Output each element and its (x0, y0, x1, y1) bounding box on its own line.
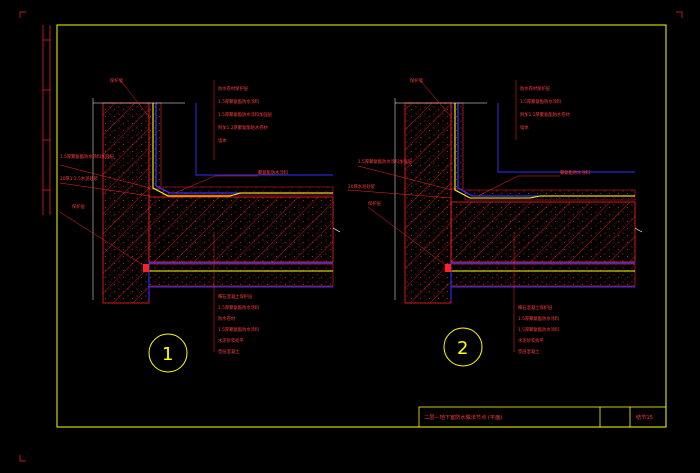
break-line (634, 227, 643, 233)
detail1-left-label: 保护层 (72, 203, 86, 210)
detail1-upper-label: 1.5厚聚氨酯防水涂料加强层 (218, 111, 273, 118)
detail2-lower-label: 1.5厚聚氨酯防水涂料 (518, 315, 560, 322)
detail2-lower-label: 细石混凝土保护层 (518, 304, 553, 311)
detail2-left-label: 保护层 (368, 200, 382, 207)
detail2-left-label: 1.5厚聚氨酯防水涂料加强层 (358, 158, 413, 165)
detail1-lower-label: 防水卷材 (218, 315, 236, 322)
detail2-upper-label: 附加1.2厚聚氨酯防水卷材 (520, 111, 571, 118)
detail1-callout-label: 聚氨酯防水涂料 (258, 169, 289, 176)
axis-lines (92, 98, 185, 300)
detail2-lower-label: 水泥砂浆找平 (518, 337, 544, 344)
callout-leader (477, 175, 560, 197)
detail1-protect-wall-label: 保护墙 (110, 77, 124, 84)
detail-2-marker (443, 327, 483, 367)
waterstop (143, 264, 149, 272)
detail1-upper-label: 附加1.2厚聚氨酯防水卷材 (218, 124, 269, 131)
detail2-upper-label: 1.5厚聚氨酯防水涂料 (520, 98, 562, 105)
detail-2: 保护墙 防水卷材保护层 1.5厚聚氨酯防水涂料 附加1.2厚聚氨酯防水卷材 墙体… (347, 77, 643, 367)
protection-wall (148, 102, 162, 190)
membrane-blue-outer (195, 103, 333, 176)
detail2-lower-label: 1.5厚聚氨酯防水涂料 (518, 326, 560, 333)
corner-marks (19, 11, 683, 462)
detail2-callout-label: 聚氨酯防水涂料 (560, 169, 591, 176)
callout-leader (174, 175, 258, 194)
detail2-lower-label-stack: 细石混凝土保护层 1.5厚聚氨酯防水涂料 1.5厚聚氨酯防水涂料 水泥砂浆找平 … (518, 304, 560, 355)
protection-wall (450, 102, 464, 190)
detail-1-marker (148, 333, 188, 373)
detail1-upper-label: 防水卷材保护层 (218, 85, 249, 92)
detail2-lower-label: 垫层混凝土 (518, 348, 540, 355)
detail2-upper-label-stack: 防水卷材保护层 1.5厚聚氨酯防水涂料 附加1.2厚聚氨酯防水卷材 墙体 (520, 85, 571, 131)
detail2-left-label: 20厚水泥砂浆 (348, 183, 376, 190)
break-line (332, 227, 341, 233)
detail1-lower-label: 水泥砂浆找平 (218, 337, 244, 344)
wall-speckle (405, 103, 451, 303)
topping-layer (162, 186, 334, 196)
title-block: 二层—地下室防水做法节点 (平面) 结节15 (418, 406, 667, 428)
upper-leaders (419, 79, 517, 140)
detail-1: 保护墙 防水卷材保护层 1.5厚聚氨酯防水涂料 1.5厚聚氨酯防水涂料加强层 附… (59, 77, 341, 373)
binding-strip (42, 25, 51, 215)
detail1-lower-label: 1.5厚聚氨酯防水涂料 (218, 326, 260, 333)
slab-speckle (149, 197, 333, 262)
detail-2-number: 2 (457, 338, 468, 359)
detail-1-number: 1 (162, 344, 173, 365)
detail2-protect-wall-label: 保护墙 (410, 77, 424, 84)
title-block-title: 二层—地下室防水做法节点 (平面) (424, 413, 502, 421)
screed-layer (148, 263, 334, 287)
wall-speckle (103, 103, 149, 303)
left-leaders (347, 165, 453, 268)
left-leaders (59, 164, 151, 268)
detail1-left-label: 1.5厚聚氨酯防水涂料加强层 (60, 153, 115, 160)
drawing-frame (56, 24, 667, 428)
axis-lines (394, 98, 487, 300)
detail1-upper-label-stack: 防水卷材保护层 1.5厚聚氨酯防水涂料 1.5厚聚氨酯防水涂料加强层 附加1.2… (218, 85, 273, 144)
detail1-upper-label: 墙体 (218, 137, 227, 144)
detail1-lower-label: 垫层混凝土 (218, 348, 240, 355)
detail1-left-label: 20厚1:2.5水泥砂浆 (60, 175, 99, 182)
detail2-upper-label: 墙体 (520, 124, 529, 131)
screed-layer (450, 263, 636, 287)
detail2-upper-label: 防水卷材保护层 (520, 85, 551, 92)
slab-speckle (451, 202, 635, 262)
membrane-blue-outer (497, 103, 635, 173)
detail1-lower-label-stack: 细石混凝土保护层 1.5厚聚氨酯防水涂料 防水卷材 1.5厚聚氨酯防水涂料 水泥… (218, 293, 260, 355)
detail1-lower-label: 细石混凝土保护层 (218, 293, 253, 300)
title-block-sheet-number: 结节15 (636, 413, 653, 421)
membrane-yellow-wall (152, 103, 333, 197)
membrane-yellow-wall (454, 103, 635, 199)
upper-leaders (119, 79, 215, 160)
detail1-upper-label: 1.5厚聚氨酯防水涂料 (218, 98, 260, 105)
detail1-lower-label: 1.5厚聚氨酯防水涂料 (218, 304, 260, 311)
waterstop (445, 264, 451, 272)
